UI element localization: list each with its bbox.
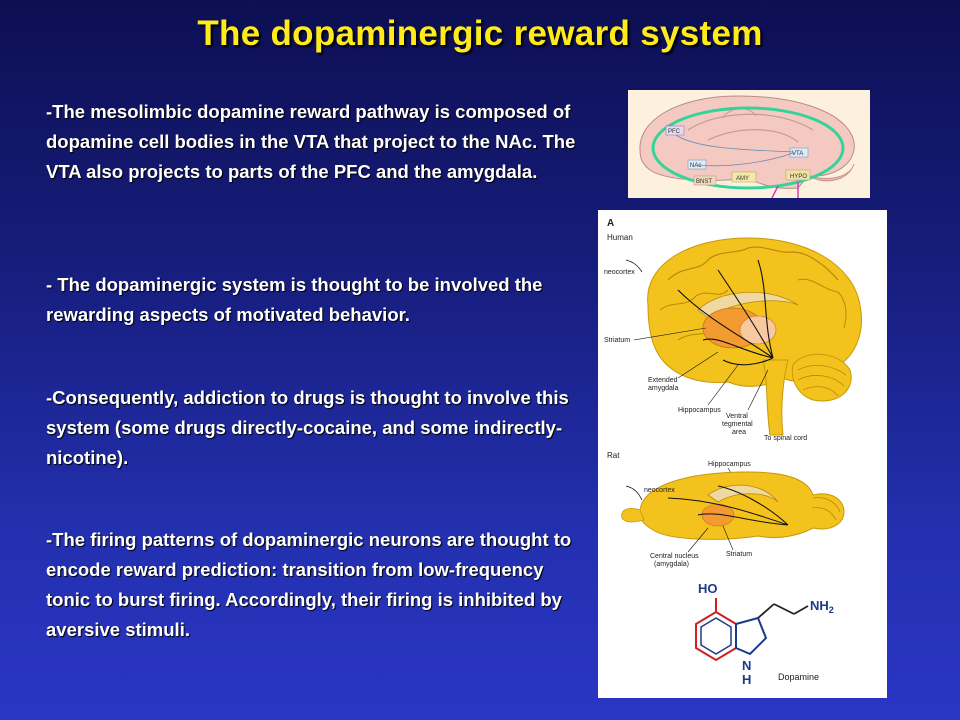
- rat-olfactory: [621, 508, 645, 523]
- central-nucleus-label-2: (amygdala): [654, 561, 689, 568]
- spinal-cord-label: To spinal cord: [764, 435, 807, 442]
- bnst-label: BNST: [696, 179, 712, 185]
- human-neocortex-label: neocortex: [604, 269, 635, 276]
- rat-striatum-label: Striatum: [726, 551, 752, 558]
- central-nucleus-label-1: Central nucleus: [650, 553, 699, 560]
- extended-amygdala-label-1: Extended: [648, 377, 678, 384]
- projection-line-magenta: [771, 182, 799, 198]
- paragraph-mesolimbic-pathway: -The mesolimbic dopamine reward pathway …: [46, 101, 576, 182]
- human-hippocampus-label: Hippocampus: [678, 407, 721, 414]
- rat-hippocampus: [707, 484, 779, 503]
- paragraph-addiction: -Consequently, addiction to drugs is tho…: [46, 387, 569, 468]
- rat-neocortex-bracket: [625, 485, 643, 501]
- vta-label: VTA: [792, 151, 803, 157]
- brain-fold: [687, 113, 814, 131]
- mesolimbic-ring: [651, 106, 845, 190]
- gyri: [797, 278, 847, 329]
- rat-title: Rat: [607, 451, 620, 460]
- cerebellum: [791, 353, 852, 402]
- mesolimbic-brain-diagram: PFC NAc VTA BNST AMY HYPO: [628, 90, 870, 198]
- ho-label: HO: [698, 581, 718, 596]
- cerebellum: [807, 163, 855, 182]
- cerebellum-folds: [797, 365, 847, 397]
- amy-box: [731, 171, 757, 183]
- neocortex-bracket: [625, 259, 643, 273]
- projection-line: [697, 152, 794, 167]
- bnst-box: [693, 175, 717, 186]
- pfc-box: [665, 125, 685, 136]
- human-striatum-label: Striatum: [604, 337, 630, 344]
- nac-label: NAc: [690, 163, 701, 169]
- extended-amygdala-label-2: amygdala: [648, 385, 678, 392]
- rat-brain: [639, 471, 845, 540]
- rat-neocortex-label: neocortex: [644, 487, 675, 494]
- panel-label-a: A: [607, 218, 614, 229]
- side-chain: [757, 603, 775, 619]
- gyri: [659, 289, 729, 311]
- hypo-label: HYPO: [790, 174, 807, 180]
- paragraph-motivated-behavior: - The dopaminergic system is thought to …: [46, 274, 543, 325]
- n-label: N: [742, 658, 751, 673]
- rat-cerebellum-folds: [811, 497, 841, 521]
- amy-label: AMY: [736, 176, 749, 182]
- vta-label-2: tegmental: [722, 421, 753, 428]
- corpus-callosum: [697, 291, 799, 319]
- human-title: Human: [607, 233, 633, 242]
- side-chain: [793, 605, 809, 615]
- gyri: [667, 246, 839, 281]
- nh2-label: NH2: [810, 598, 834, 615]
- projection-line: [675, 134, 794, 153]
- brainstem: [762, 359, 789, 436]
- dopamine-label: Dopamine: [778, 672, 819, 682]
- paragraph-firing-patterns: -The firing patterns of dopaminergic neu…: [46, 529, 572, 640]
- rat-projections: [667, 485, 789, 526]
- dopamine-projections: [677, 259, 774, 366]
- pyrrole-ring: [735, 616, 768, 656]
- benzene-ring-inner: [700, 617, 732, 655]
- rat-hippocampus-label: Hippocampus: [708, 461, 751, 468]
- nac-box: [687, 159, 707, 170]
- dopamine-pathway-figure: A Human neocortex Striatum Extended amyg…: [598, 210, 887, 698]
- vta-label-3: area: [732, 429, 746, 436]
- side-chain: [773, 603, 795, 615]
- h-label: H: [742, 672, 751, 687]
- vta-box: [789, 147, 809, 158]
- hypo-box: [785, 169, 811, 181]
- brain-fold: [707, 129, 799, 143]
- slide-title: The dopaminergic reward system: [197, 14, 763, 53]
- pfc-label: PFC: [668, 129, 681, 135]
- vta-label-1: Ventral: [726, 413, 748, 420]
